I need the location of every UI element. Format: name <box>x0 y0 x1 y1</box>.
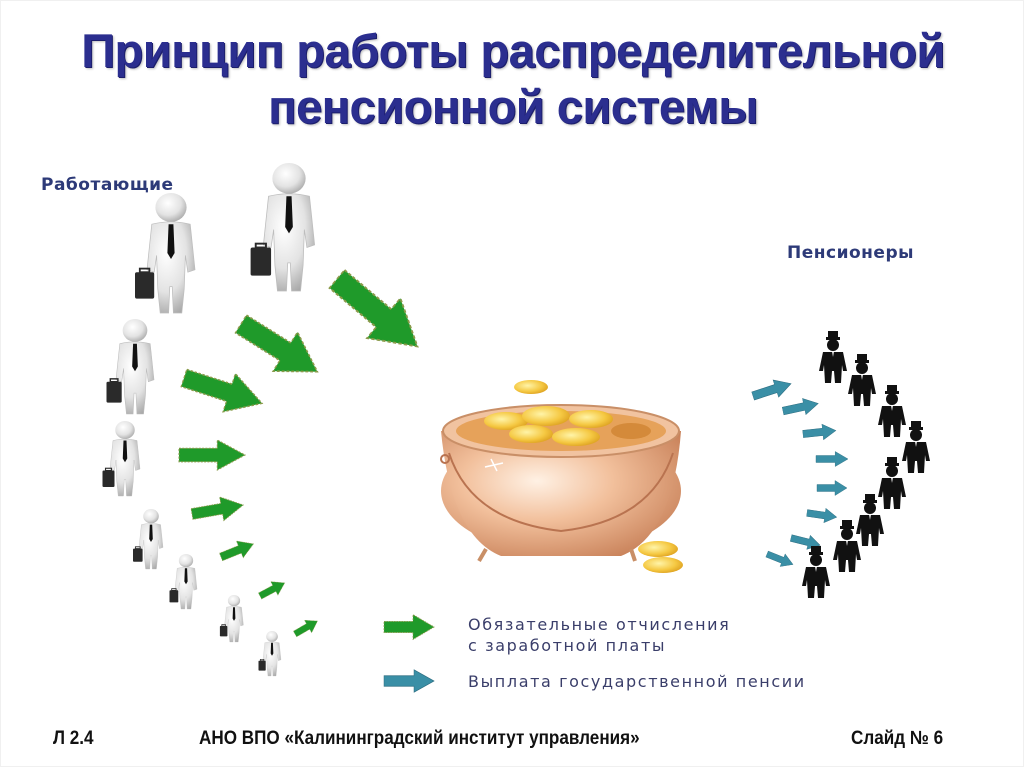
footer-slide-number: Слайд № 6 <box>851 728 944 749</box>
legend-contributions: Обязательные отчисления с заработной пла… <box>468 614 730 656</box>
workers-label: Работающие <box>41 175 174 195</box>
footer-lecture-number: Л 2.4 <box>53 728 94 749</box>
worker-figure-icon <box>101 162 316 677</box>
legend-contributions-line-1: Обязательные отчисления <box>468 615 731 634</box>
footer-institution: АНО ВПО «Калининградский институт управл… <box>199 728 640 749</box>
teal-arrow-icon <box>383 669 435 693</box>
contribution-arrows <box>177 258 436 641</box>
legend-contributions-line-2: с заработной платы <box>468 636 667 655</box>
pensioner-figure-icon <box>802 331 930 598</box>
title-line-2: пенсионной системы <box>268 80 758 133</box>
legend-pension: Выплата государственной пенсии <box>468 671 806 692</box>
legend-pension-line-1: Выплата государственной пенсии <box>468 672 806 691</box>
slide-title: Принцип работы распределительной пенсион… <box>1 23 1024 135</box>
pension-arrows <box>749 374 849 571</box>
green-arrow-icon <box>383 614 435 640</box>
pensioners-label: Пенсионеры <box>787 243 914 263</box>
pot-of-gold-icon <box>440 380 683 573</box>
title-line-1: Принцип работы распределительной <box>81 24 945 77</box>
